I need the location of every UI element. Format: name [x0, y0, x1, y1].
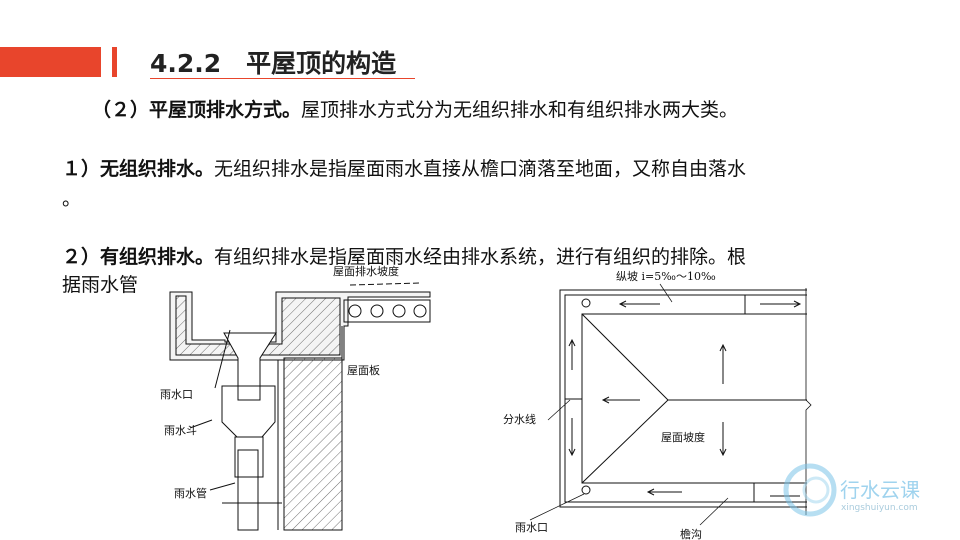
slide-title: 4.2.2 平屋顶的构造 [150, 49, 397, 78]
label-rain-pipe: 雨水管 [174, 486, 207, 500]
watermark-logo [783, 463, 837, 517]
watermark-name: 行水云课 [840, 478, 920, 502]
watermark-url: xingshuiyun.com [841, 503, 918, 513]
para-heading: （２）平屋顶排水方式。 [92, 99, 302, 121]
label-roof-slope-plan: 屋面坡度 [661, 430, 705, 444]
label-roof-slab: 屋面板 [347, 363, 380, 377]
roof-outlet-section-diagram [169, 282, 431, 531]
paragraph-unorganized-cont: 。 [62, 188, 82, 210]
title-underline [150, 78, 415, 79]
para-text: 无组织排水是指屋面雨水直接从檐口滴落至地面，又称自由落水 [214, 158, 747, 180]
label-water-divide: 分水线 [503, 412, 536, 426]
para-heading: ２）有组织排水。 [62, 246, 215, 268]
label-rain-outlet-plan: 雨水口 [515, 521, 548, 534]
paragraph-organized-cont: 据雨水管 [62, 274, 139, 296]
label-rain-outlet: 雨水口 [160, 388, 193, 401]
para-heading: １）无组织排水。 [62, 158, 215, 180]
roof-drainage-plan-diagram [529, 283, 812, 526]
label-rain-hopper: 雨水斗 [164, 424, 197, 437]
para-text: 屋顶排水方式分为无组织排水和有组织排水两大类。 [301, 99, 739, 121]
para-text: 有组织排水是指屋面雨水经由排水系统，进行有组织的排除。根 [214, 246, 747, 268]
label-longitudinal-slope: 纵坡 i=5‰～10‰ [616, 270, 716, 283]
paragraph-unorganized: １）无组织排水。无组织排水是指屋面雨水直接从檐口滴落至地面，又称自由落水 [62, 154, 746, 181]
paragraph-organized: ２）有组织排水。有组织排水是指屋面雨水经由排水系统，进行有组织的排除。根 [62, 242, 746, 269]
label-gutter: 檐沟 [680, 527, 702, 540]
header-accent-tick [112, 47, 117, 77]
label-roof-slope: 屋面排水坡度 [333, 264, 399, 278]
header-accent-bar [0, 47, 101, 77]
paragraph-drainage-methods: （２）平屋顶排水方式。屋顶排水方式分为无组织排水和有组织排水两大类。 [92, 95, 738, 122]
